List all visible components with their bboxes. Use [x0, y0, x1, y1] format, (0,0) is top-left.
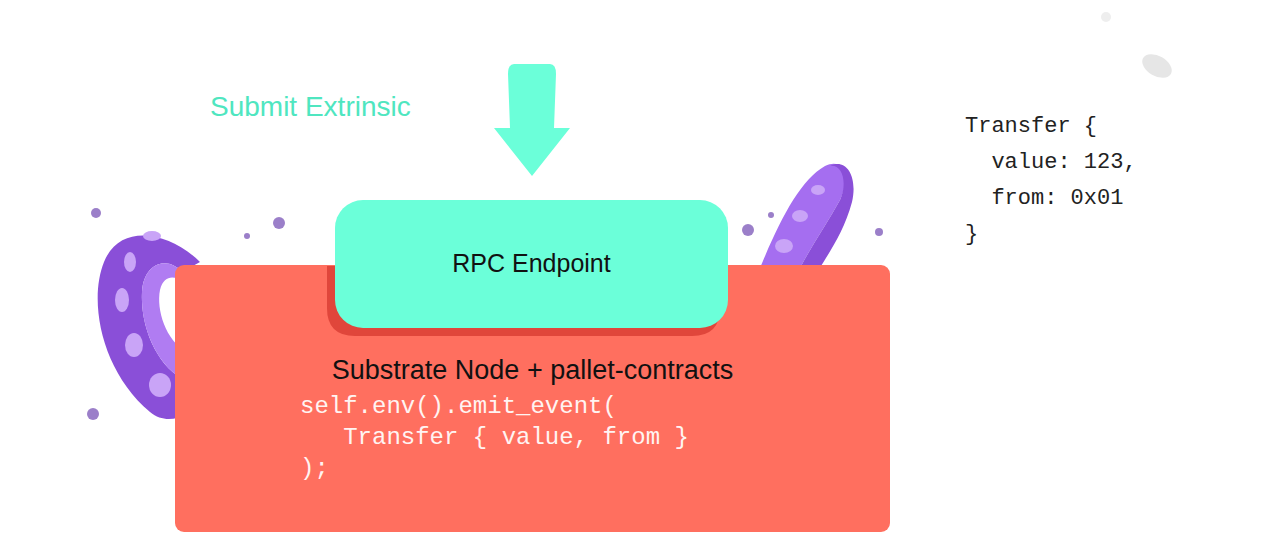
sucker — [143, 231, 161, 241]
dot — [87, 408, 99, 420]
code-line: Transfer { value, from } — [300, 423, 689, 453]
sucker — [115, 288, 129, 312]
sucker — [811, 185, 825, 195]
action-label: Submit Extrinsic — [210, 89, 411, 124]
dot — [875, 228, 883, 236]
sucker — [124, 252, 136, 272]
node-title: RPC Endpoint — [452, 248, 610, 279]
dot — [1101, 12, 1111, 22]
dot — [91, 208, 101, 218]
sucker — [149, 373, 171, 397]
event-code: value: 123, — [965, 149, 1137, 177]
node-title: Substrate Node + pallet-contracts — [332, 354, 733, 388]
code-line: ); — [300, 454, 329, 484]
dot — [273, 217, 285, 229]
endpoint-box: RPC Endpoint — [335, 200, 728, 328]
sucker — [775, 239, 793, 253]
dot — [742, 224, 754, 236]
dot — [768, 212, 774, 218]
tentacle-shade — [800, 164, 854, 268]
submit-arrow — [494, 64, 570, 176]
blob — [1138, 49, 1176, 82]
sucker — [125, 333, 143, 357]
dot — [244, 233, 250, 239]
event-code: } — [965, 221, 978, 249]
sucker — [792, 210, 808, 222]
event-code: from: 0x01 — [965, 185, 1123, 213]
code-line: self.env().emit_event( — [300, 392, 617, 422]
event-code: Transfer { — [965, 113, 1097, 141]
